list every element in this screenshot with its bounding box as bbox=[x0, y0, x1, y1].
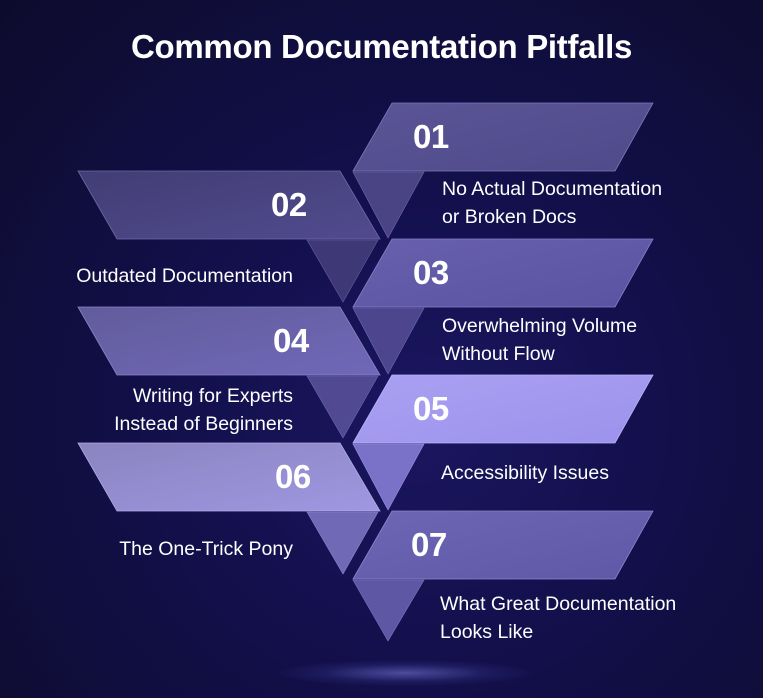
step-05-label-line1: Accessibility Issues bbox=[441, 462, 609, 484]
step-04-number: 04 bbox=[273, 322, 309, 359]
step-06-label: The One-Trick Pony bbox=[20, 535, 293, 563]
step-04-label-line2: Instead of Beginners bbox=[114, 413, 293, 435]
page-title: Common Documentation Pitfalls bbox=[131, 28, 632, 65]
step-07-shape bbox=[352, 510, 654, 642]
step-06-number: 06 bbox=[275, 458, 311, 495]
step-02-label: Outdated Documentation bbox=[20, 262, 293, 290]
floor-glow bbox=[280, 660, 530, 686]
step-02-shape bbox=[77, 170, 381, 303]
step-05-number: 05 bbox=[413, 390, 449, 427]
step-03-shape bbox=[352, 238, 654, 375]
step-04-label: Writing for Experts Instead of Beginners bbox=[20, 382, 293, 438]
step-04-label-line1: Writing for Experts bbox=[132, 385, 293, 407]
step-01-label: No Actual Documentation or Broken Docs bbox=[442, 175, 662, 231]
step-03-label-line1: Overwhelming Volume bbox=[442, 315, 638, 337]
step-05-shape bbox=[352, 374, 654, 511]
step-01-number: 01 bbox=[413, 118, 449, 155]
step-06-label-line1: The One-Trick Pony bbox=[119, 538, 293, 560]
step-07-number: 07 bbox=[411, 526, 447, 563]
step-06-shape bbox=[77, 442, 381, 575]
step-02-label-line1: Outdated Documentation bbox=[76, 265, 293, 287]
step-07-label: What Great Documentation Looks Like bbox=[440, 590, 676, 646]
step-02-number: 02 bbox=[271, 186, 307, 223]
step-03-number: 03 bbox=[413, 254, 449, 291]
step-01-label-line1: No Actual Documentation bbox=[442, 178, 663, 200]
step-01-shape bbox=[352, 102, 654, 239]
step-03-label: Overwhelming Volume Without Flow bbox=[442, 312, 637, 368]
step-07-label-line1: What Great Documentation bbox=[440, 593, 677, 615]
step-03-label-line2: Without Flow bbox=[442, 343, 555, 365]
step-05-label: Accessibility Issues bbox=[441, 459, 609, 487]
step-01-label-line2: or Broken Docs bbox=[442, 206, 577, 228]
step-04-shape bbox=[77, 306, 381, 439]
step-07-label-line2: Looks Like bbox=[440, 621, 534, 643]
